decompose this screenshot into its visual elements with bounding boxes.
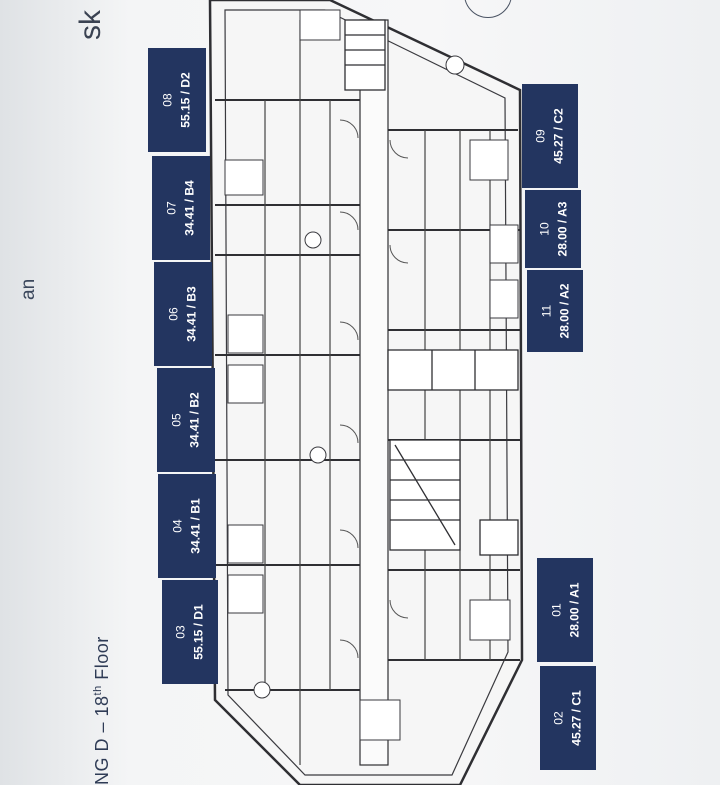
unit-badge-11: 11 28.00 / A2 bbox=[527, 270, 583, 352]
unit-number: 11 bbox=[539, 304, 553, 318]
unit-number: 03 bbox=[174, 625, 188, 639]
unit-area: 55.15 / D2 bbox=[179, 72, 193, 128]
unit-area: 45.27 / C2 bbox=[552, 108, 566, 164]
unit-badge-04: 04 34.41 / B1 bbox=[158, 474, 216, 578]
unit-number: 07 bbox=[165, 201, 179, 215]
unit-area: 45.27 / C1 bbox=[570, 690, 584, 746]
unit-area: 34.41 / B3 bbox=[185, 286, 199, 342]
unit-number: 05 bbox=[170, 413, 184, 427]
unit-badge-01: 01 28.00 / A1 bbox=[537, 558, 593, 662]
room-partitions bbox=[264, 20, 491, 765]
unit-area: 28.00 / A2 bbox=[557, 283, 571, 339]
furniture bbox=[224, 9, 519, 741]
unit-number: 10 bbox=[537, 222, 551, 236]
unit-number: 02 bbox=[552, 711, 566, 725]
central-corridor bbox=[359, 19, 389, 766]
unit-area: 28.00 / A1 bbox=[567, 582, 581, 638]
unit-badge-07: 07 34.41 / B4 bbox=[152, 156, 210, 260]
unit-area: 34.41 / B1 bbox=[189, 498, 203, 554]
unit-badge-05: 05 34.41 / B2 bbox=[157, 368, 215, 472]
unit-badge-03: 03 55.15 / D1 bbox=[162, 580, 218, 684]
unit-area: 34.41 / B4 bbox=[183, 180, 197, 236]
door-swings bbox=[339, 119, 409, 659]
unit-badge-06: 06 34.41 / B3 bbox=[154, 262, 212, 366]
unit-area: 28.00 / A3 bbox=[555, 201, 569, 257]
unit-area: 34.41 / B2 bbox=[188, 392, 202, 448]
unit-number: 09 bbox=[534, 129, 548, 143]
stair-core bbox=[344, 19, 519, 556]
unit-badge-08: 08 55.15 / D2 bbox=[148, 48, 206, 152]
unit-number: 08 bbox=[161, 93, 175, 107]
unit-number: 01 bbox=[549, 603, 563, 617]
unit-area: 55.15 / D1 bbox=[192, 604, 206, 660]
unit-number: 06 bbox=[167, 307, 181, 321]
unit-number: 04 bbox=[171, 519, 185, 533]
unit-badge-10: 10 28.00 / A3 bbox=[525, 190, 581, 268]
unit-badge-09: 09 45.27 / C2 bbox=[522, 84, 578, 188]
unit-badge-02: 02 45.27 / C1 bbox=[540, 666, 596, 770]
left-unit-walls bbox=[215, 99, 360, 691]
